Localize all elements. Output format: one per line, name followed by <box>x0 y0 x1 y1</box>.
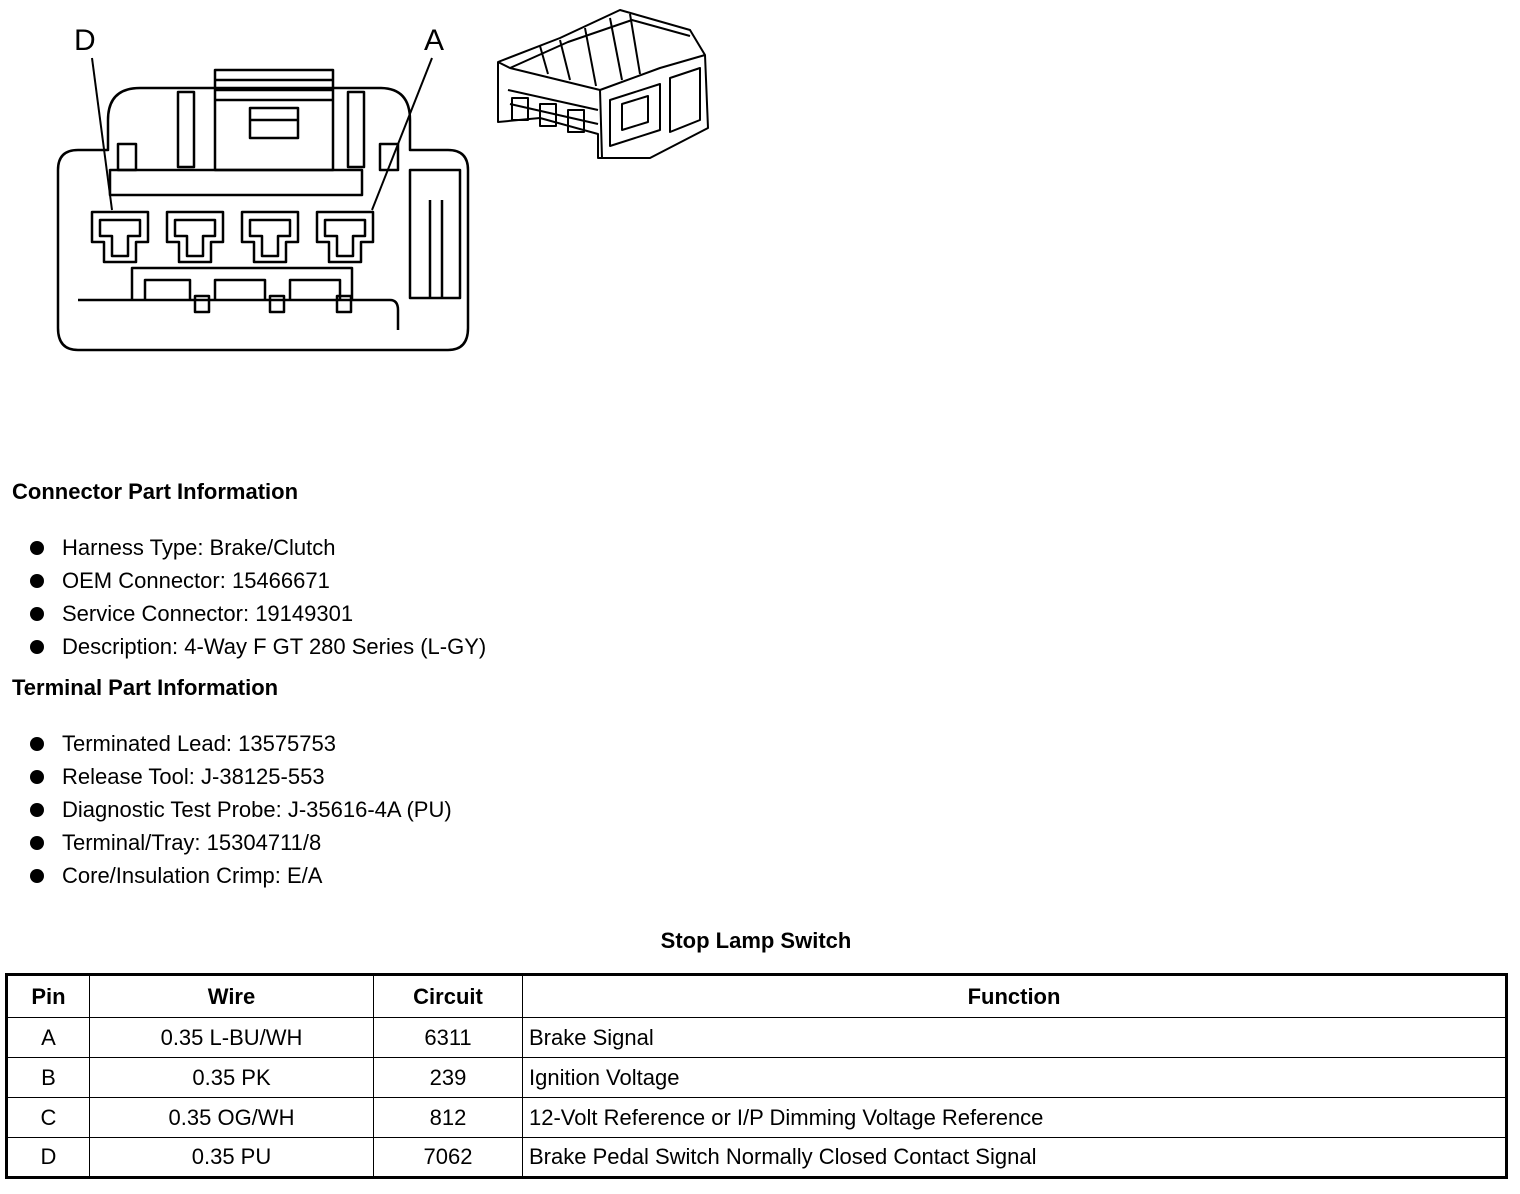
leader-line-d <box>91 57 113 211</box>
cell-pin: D <box>6 1137 90 1178</box>
cell-function: 12-Volt Reference or I/P Dimming Voltage… <box>522 1097 1507 1138</box>
list-item: Terminated Lead: 13575753 <box>30 727 452 760</box>
cell-pin: C <box>6 1097 90 1138</box>
cell-wire: 0.35 L-BU/WH <box>89 1017 374 1058</box>
table-row: B 0.35 PK 239 Ignition Voltage <box>6 1057 1507 1098</box>
bullet-icon <box>30 639 44 654</box>
connector-part-info-list: Harness Type: Brake/Clutch OEM Connector… <box>30 531 486 663</box>
connector-isometric-view <box>497 9 709 159</box>
pin-label-a: A <box>424 24 444 57</box>
cell-pin: A <box>6 1017 90 1058</box>
bullet-icon <box>30 573 44 588</box>
pin-label-d: D <box>74 24 96 57</box>
cell-function: Brake Signal <box>522 1017 1507 1058</box>
connector-part-info-heading: Connector Part Information <box>12 479 299 504</box>
terminal-part-info-list: Terminated Lead: 13575753 Release Tool: … <box>30 727 452 892</box>
cell-wire: 0.35 PK <box>89 1057 374 1098</box>
cell-wire: 0.35 PU <box>89 1137 374 1178</box>
cell-pin: B <box>6 1057 90 1098</box>
bullet-icon <box>30 606 44 621</box>
header-pin: Pin <box>6 974 90 1018</box>
bullet-icon <box>30 736 44 751</box>
list-item: OEM Connector: 15466671 <box>30 564 486 597</box>
cell-function: Brake Pedal Switch Normally Closed Conta… <box>522 1137 1507 1178</box>
terminal-cavities <box>90 210 375 264</box>
cell-circuit: 6311 <box>373 1017 523 1058</box>
bullet-icon <box>30 769 44 784</box>
pin-table: Pin Wire Circuit Function A 0.35 L-BU/WH… <box>5 973 1508 1179</box>
list-item: Terminal/Tray: 15304711/8 <box>30 826 452 859</box>
table-row: D 0.35 PU 7062 Brake Pedal Switch Normal… <box>6 1137 1507 1178</box>
connector-front-face <box>56 68 470 352</box>
bullet-icon <box>30 540 44 555</box>
cell-wire: 0.35 OG/WH <box>89 1097 374 1138</box>
cell-circuit: 7062 <box>373 1137 523 1178</box>
list-item: Description: 4-Way F GT 280 Series (L-GY… <box>30 630 486 663</box>
list-item: Release Tool: J-38125-553 <box>30 760 452 793</box>
header-circuit: Circuit <box>373 974 523 1018</box>
pin-table-title: Stop Lamp Switch <box>660 928 852 953</box>
table-row: A 0.35 L-BU/WH 6311 Brake Signal <box>6 1017 1507 1058</box>
list-item: Harness Type: Brake/Clutch <box>30 531 486 564</box>
table-header-row: Pin Wire Circuit Function <box>6 974 1507 1018</box>
bullet-icon <box>30 802 44 817</box>
leader-line-a <box>371 57 433 211</box>
table-row: C 0.35 OG/WH 812 12-Volt Reference or I/… <box>6 1097 1507 1138</box>
cell-circuit: 239 <box>373 1057 523 1098</box>
connector-illustration: D A <box>0 0 760 420</box>
cell-function: Ignition Voltage <box>522 1057 1507 1098</box>
header-wire: Wire <box>89 974 374 1018</box>
header-function: Function <box>522 974 1507 1018</box>
bullet-icon <box>30 835 44 850</box>
list-item: Service Connector: 19149301 <box>30 597 486 630</box>
terminal-part-info-heading: Terminal Part Information <box>12 675 279 700</box>
bullet-icon <box>30 868 44 883</box>
list-item: Diagnostic Test Probe: J-35616-4A (PU) <box>30 793 452 826</box>
list-item: Core/Insulation Crimp: E/A <box>30 859 452 892</box>
cell-circuit: 812 <box>373 1097 523 1138</box>
